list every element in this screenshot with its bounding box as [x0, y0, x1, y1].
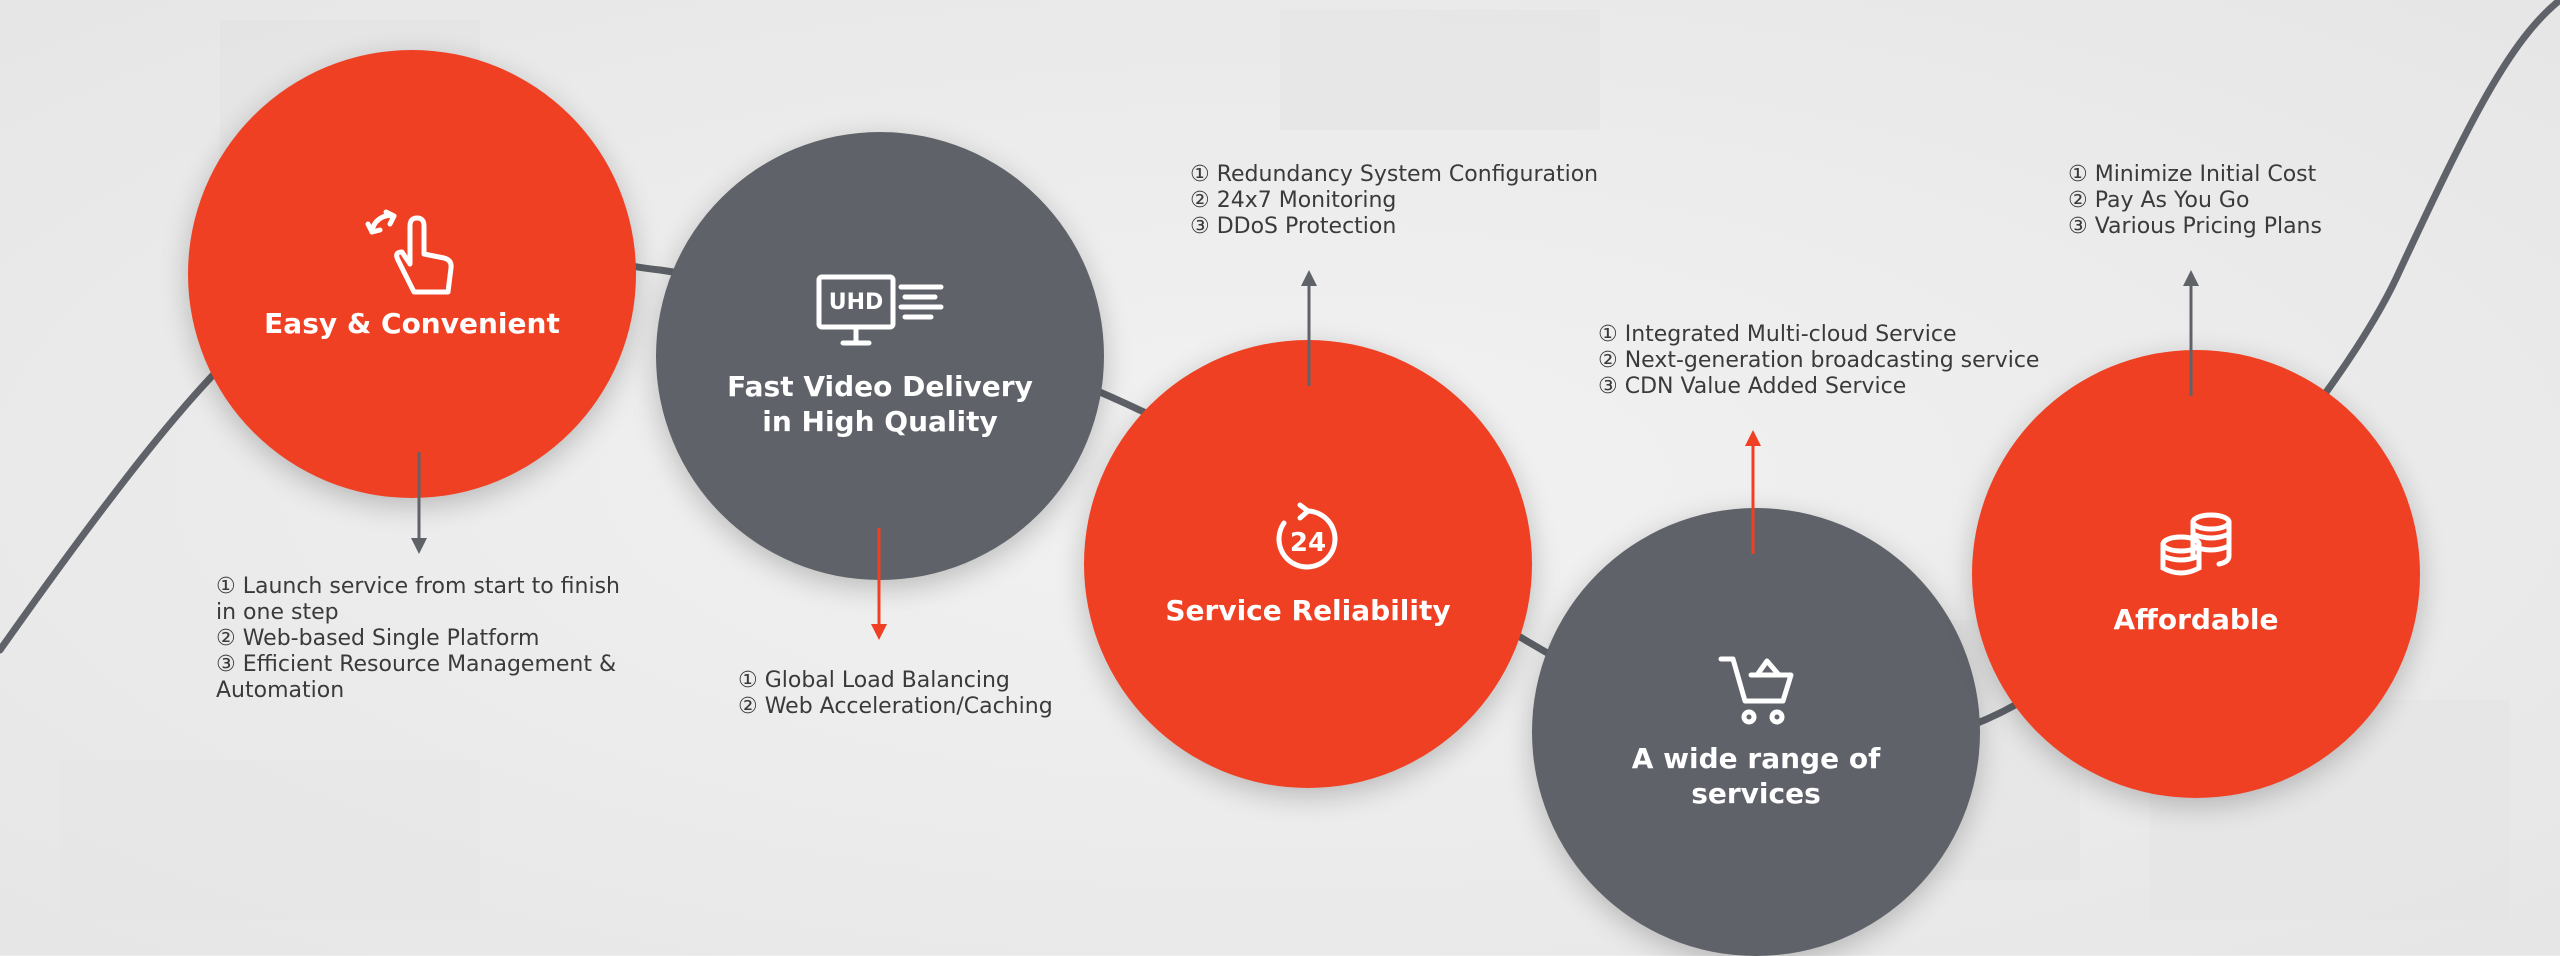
list-item: ① Global Load Balancing [738, 668, 1010, 693]
list-item: ② Web-based Single Platform [216, 626, 540, 651]
list-item: ① Launch service from start to finish in… [216, 574, 620, 625]
24-hours-icon: 24 [1276, 502, 1338, 569]
feature-list-service-reliability: ① Redundancy System Configuration ② 24x7… [1190, 162, 1650, 240]
list-item: ③ Efficient Resource Management & Automa… [216, 652, 617, 703]
feature-list-fast-video: ① Global Load Balancing ② Web Accelerati… [738, 668, 1158, 720]
shopping-cart-icon [1718, 656, 1794, 725]
feature-title: Easy & Convenient [264, 306, 560, 340]
feature-title: Fast Video Delivery in High Quality [727, 370, 1033, 438]
feature-circle-fast-video: UHD Fast Video Delivery in High Quality [656, 132, 1104, 580]
feature-title: A wide range of services [1631, 742, 1881, 810]
arrow-down-2 [871, 528, 887, 640]
arrow-up-5 [2183, 270, 2199, 396]
feature-circle-service-reliability: 24 Service Reliability [1084, 340, 1532, 788]
list-item: ③ Various Pricing Plans [2068, 214, 2322, 239]
list-item: ① Redundancy System Configuration [1190, 162, 1599, 187]
arrow-down-1 [411, 452, 427, 554]
feature-list-wide-range: ① Integrated Multi-cloud Service ② Next-… [1598, 322, 2118, 400]
arrow-up-3 [1301, 270, 1317, 386]
uhd-label: UHD [829, 290, 884, 315]
list-item: ② 24x7 Monitoring [1190, 188, 1397, 213]
feature-circle-wide-range: A wide range of services [1532, 508, 1980, 956]
hours-label: 24 [1290, 528, 1326, 558]
list-item: ① Integrated Multi-cloud Service [1598, 322, 1957, 347]
feature-circle-easy-convenient: Easy & Convenient [188, 50, 636, 498]
list-item: ① Minimize Initial Cost [2068, 162, 2317, 187]
hand-swipe-icon [365, 209, 454, 294]
list-item: ② Next-generation broadcasting service [1598, 348, 2040, 373]
feature-list-affordable: ① Minimize Initial Cost ② Pay As You Go … [2068, 162, 2488, 240]
feature-list-easy-convenient: ① Launch service from start to finish in… [216, 574, 636, 704]
arrow-up-4 [1745, 430, 1761, 554]
uhd-monitor-icon: UHD [816, 274, 944, 346]
feature-title: Service Reliability [1165, 593, 1451, 627]
coin-stack-icon [2160, 512, 2232, 575]
feature-title: Affordable [2113, 602, 2279, 636]
list-item: ③ DDoS Protection [1190, 214, 1397, 239]
list-item: ② Pay As You Go [2068, 188, 2250, 213]
feature-circle-affordable: Affordable [1972, 350, 2420, 798]
list-item: ③ CDN Value Added Service [1598, 374, 1907, 399]
list-item: ② Web Acceleration/Caching [738, 694, 1053, 719]
